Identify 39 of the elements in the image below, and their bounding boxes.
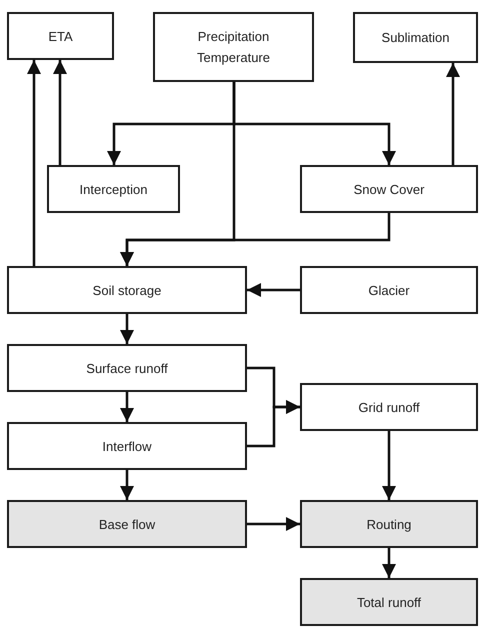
process-box — [47, 165, 180, 213]
node-text: Snow Cover — [354, 180, 424, 198]
process-box — [7, 266, 247, 314]
node-text: Precipitation — [198, 28, 270, 46]
process-box — [300, 165, 478, 213]
arrow — [120, 470, 134, 500]
process-box — [7, 344, 247, 392]
node-text: Soil storage — [92, 282, 162, 300]
arrow — [27, 60, 41, 266]
process-box — [300, 266, 478, 314]
node-text: ETA — [48, 28, 73, 46]
process-box — [7, 12, 114, 60]
node-text: Interflow — [102, 438, 152, 456]
node-text: Base flow — [98, 516, 156, 534]
arrow — [446, 63, 460, 165]
node-text: Temperature — [197, 49, 270, 67]
process-box — [7, 500, 247, 548]
node-text: Total runoff — [356, 594, 422, 612]
arrow — [247, 400, 300, 448]
arrow — [247, 517, 300, 531]
process-box — [300, 500, 478, 548]
process-box — [7, 422, 247, 470]
process-box — [300, 383, 478, 431]
process-box — [353, 12, 478, 63]
node-text: Surface runoff — [86, 360, 168, 378]
arrow — [382, 431, 396, 500]
arrow — [247, 283, 300, 297]
process-box — [300, 578, 478, 626]
node-text: Routing — [366, 516, 412, 534]
node-text: Interception — [80, 180, 148, 199]
node-text: Sublimation — [382, 29, 450, 47]
arrow — [120, 392, 134, 422]
node-text: Grid runoff — [358, 398, 420, 416]
arrow — [53, 60, 67, 165]
node-text: Glacier — [368, 282, 410, 300]
arrow — [120, 314, 134, 344]
arrow — [382, 548, 396, 578]
process-box — [153, 12, 314, 82]
arrow — [120, 213, 390, 266]
